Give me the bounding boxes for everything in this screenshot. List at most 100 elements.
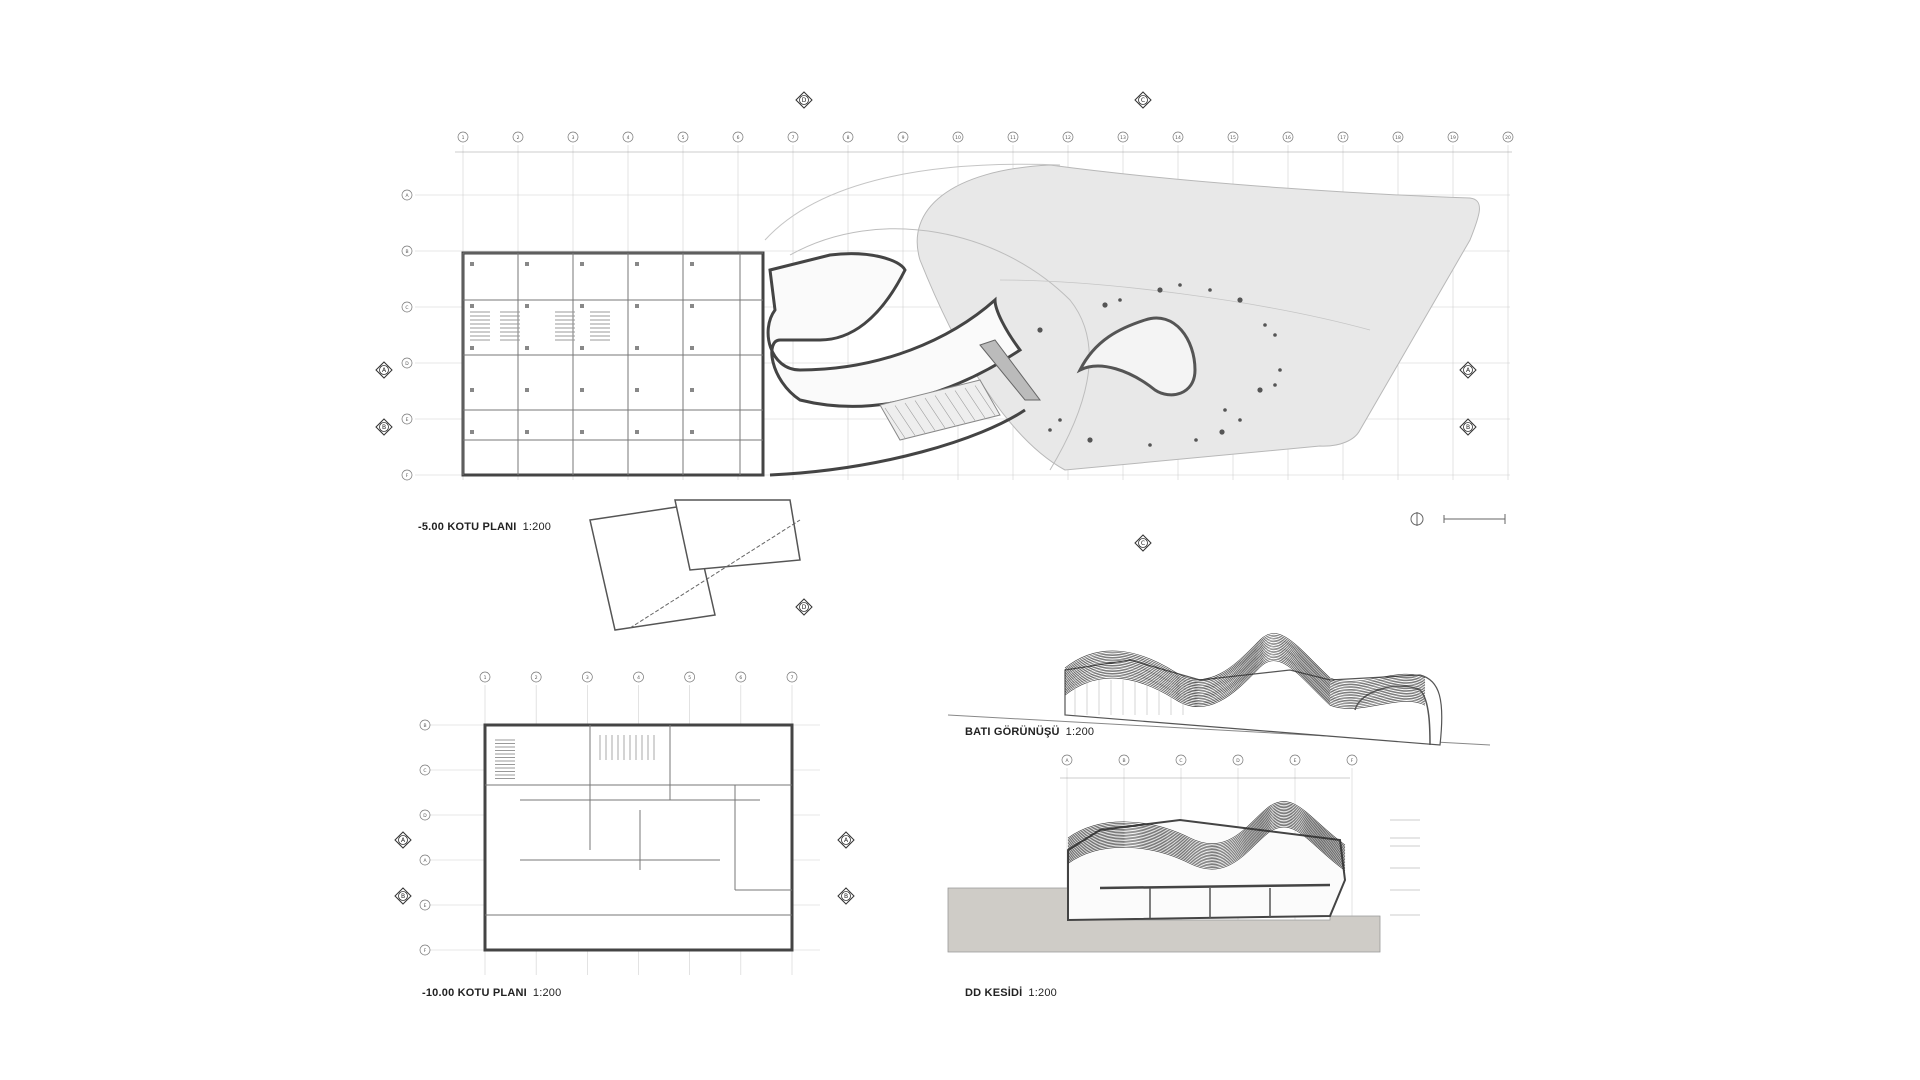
section-wave-roof bbox=[1067, 801, 1346, 871]
plaza-tree-dot bbox=[1148, 443, 1152, 447]
grid-bubble-1-label: 1 bbox=[462, 135, 465, 141]
seat-row bbox=[934, 395, 956, 426]
grid-bubble-18-circle bbox=[1392, 131, 1404, 143]
elevation-roof-strand bbox=[1064, 660, 1426, 709]
section-roof-strand bbox=[1067, 820, 1346, 865]
section-marker-a-left-ring bbox=[379, 365, 389, 375]
section-grid-bubble-F-circle bbox=[1346, 754, 1358, 766]
room-tag bbox=[525, 346, 529, 350]
inner-oval bbox=[1076, 316, 1197, 397]
grid-letter-F-circle bbox=[401, 469, 413, 481]
section-marker-a-right-label: A bbox=[1466, 367, 1471, 374]
plaza-outline bbox=[916, 164, 1480, 471]
site-curve-mid bbox=[789, 228, 1090, 471]
elevation-roof-strand bbox=[1064, 659, 1426, 708]
lower-grid-letter-A-label: A bbox=[423, 858, 427, 864]
lower-annex-wall bbox=[629, 519, 801, 629]
seat-row bbox=[924, 397, 946, 429]
caption-plan-minus5-scale: 1:200 bbox=[522, 521, 552, 533]
plaza-tree-dot bbox=[1087, 437, 1093, 443]
elevation-west bbox=[947, 633, 1491, 746]
elevation-roof-strand bbox=[1064, 652, 1426, 701]
section-roof-strand bbox=[1067, 819, 1346, 864]
grid-bubble-11-label: 11 bbox=[1010, 135, 1016, 141]
lower-grid-letter-C-label: C bbox=[423, 768, 426, 774]
section-building bbox=[1067, 818, 1347, 922]
plaza-tree-dot bbox=[1102, 302, 1108, 308]
plaza-tree-dot bbox=[1118, 298, 1122, 302]
lower-grid-bubble-2-circle bbox=[530, 671, 542, 683]
elevation-roof-strand bbox=[1064, 651, 1426, 700]
elevation-roof-strand bbox=[1064, 643, 1426, 692]
section-level-marks bbox=[1390, 819, 1420, 916]
grid-bubble-6-circle bbox=[732, 131, 744, 143]
caption-section-dd-scale: 1:200 bbox=[1028, 987, 1057, 999]
lower-grid-letter-E-label: E bbox=[424, 903, 427, 909]
section-roof-strand bbox=[1067, 805, 1346, 850]
grid-bubble-8-label: 8 bbox=[847, 135, 850, 141]
lower-marker-b-right-ring bbox=[841, 891, 851, 901]
room-tag bbox=[580, 346, 584, 350]
caption-plan-minus10-scale: 1:200 bbox=[532, 987, 562, 999]
grid-bubble-20-label: 20 bbox=[1505, 135, 1511, 141]
lower-grid-letter-A-circle bbox=[419, 854, 431, 866]
grid-bubble-19-circle bbox=[1447, 131, 1459, 143]
grid-bubble-13-circle bbox=[1117, 131, 1129, 143]
section-grid-bubble-A-label: A bbox=[1065, 758, 1069, 764]
grid-bubble-2-circle bbox=[512, 131, 524, 143]
room-tag bbox=[690, 430, 694, 434]
lower-grid-bubble-7-circle bbox=[786, 671, 798, 683]
lower-grid-bubble-1-label: 1 bbox=[484, 675, 487, 681]
plaza-tree-dot bbox=[1238, 418, 1242, 422]
elevation-roof-strand bbox=[1064, 654, 1426, 703]
lower-annex-2 bbox=[674, 499, 801, 571]
lower-grid-letter-D-label: D bbox=[423, 813, 427, 819]
grid-letter-C-circle bbox=[401, 301, 413, 313]
plaza-tree-dot bbox=[1037, 327, 1043, 333]
grid-bubble-4-circle bbox=[622, 131, 634, 143]
lower-plan-outline bbox=[483, 723, 794, 952]
section-marker-b-right-label: B bbox=[1466, 424, 1470, 431]
elevation-roof-strand bbox=[1064, 636, 1426, 685]
room-tag bbox=[690, 346, 694, 350]
site-curve-outer bbox=[764, 163, 1061, 241]
grid-letter-B-circle bbox=[401, 245, 413, 257]
section-marker-d-top-label: D bbox=[802, 97, 807, 104]
plaza-tree-dot bbox=[1273, 383, 1277, 387]
section-roof-strand bbox=[1067, 814, 1346, 859]
lower-marker-a-right-label: A bbox=[844, 837, 849, 844]
elevation-roof-strand bbox=[1064, 635, 1426, 684]
room-tag bbox=[635, 346, 639, 350]
plaza-tree-dot bbox=[1178, 283, 1182, 287]
room-tag bbox=[525, 304, 529, 308]
grid-bubble-2-label: 2 bbox=[517, 135, 520, 141]
plaza-tree-dot bbox=[1257, 387, 1263, 393]
room-tag bbox=[635, 304, 639, 308]
section-grid-bubble-A-circle bbox=[1061, 754, 1073, 766]
grid-bubble-14-label: 14 bbox=[1175, 135, 1181, 141]
elevation-roof-strand bbox=[1064, 638, 1426, 687]
grid-bubble-6-label: 6 bbox=[737, 135, 740, 141]
lower-grid-bubble-6-label: 6 bbox=[739, 675, 742, 681]
lower-grid-letter-B-circle bbox=[419, 719, 431, 731]
section-marker-b-left-ring bbox=[379, 422, 389, 432]
seat-row bbox=[904, 402, 926, 434]
room-tag bbox=[635, 262, 639, 266]
grid-bubble-18-label: 18 bbox=[1395, 135, 1401, 141]
plaza-tree-dot bbox=[1263, 323, 1267, 327]
lower-grid-bubble-7-label: 7 bbox=[791, 675, 794, 681]
section-marker-c-top-ring bbox=[1138, 95, 1148, 105]
lower-grid-letter-F-circle bbox=[419, 944, 431, 956]
room-tag bbox=[690, 304, 694, 308]
section-marker-d-top-ring bbox=[799, 95, 809, 105]
grid-letter-D-circle bbox=[401, 357, 413, 369]
elevation-roof-strand bbox=[1064, 639, 1426, 689]
grid-bubble-9-circle bbox=[897, 131, 909, 143]
section-marker-c-bottom-label: C bbox=[1141, 540, 1145, 547]
section-grid-bubble-E-label: E bbox=[1294, 758, 1297, 764]
